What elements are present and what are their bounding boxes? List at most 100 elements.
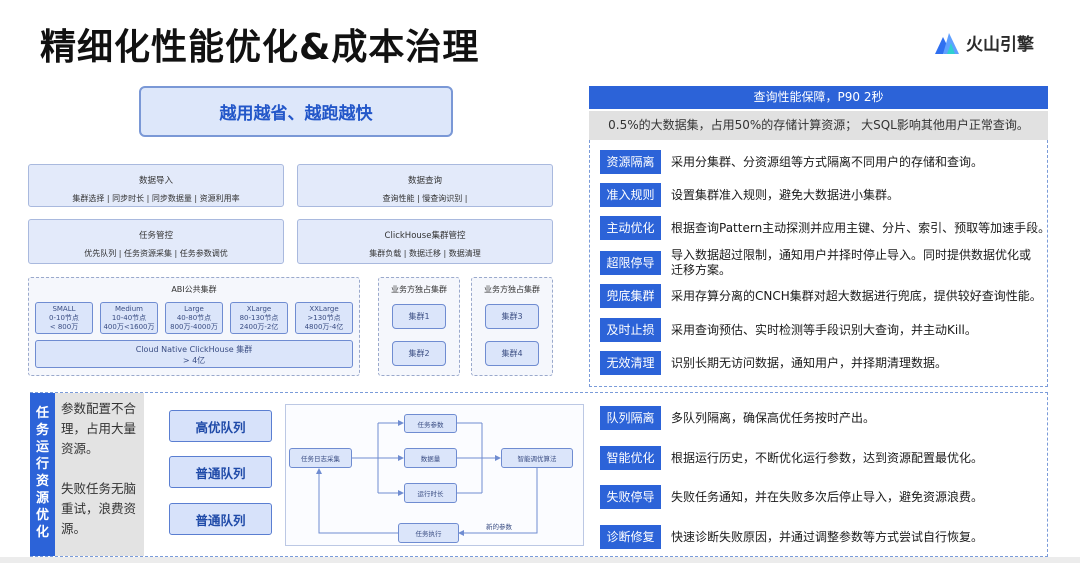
measure-desc: 采用存算分离的CNCH集群对超大数据进行兜底，提供较好查询性能。: [671, 288, 1042, 303]
task-measure-tag: 诊断修复: [600, 525, 661, 549]
task-control-panel: 任务管控 优先队列 | 任务资源采集 | 任务参数调优: [28, 219, 284, 264]
measure-row: 超限停导 导入数据超过限制，通知用户并择时停止导入。同时提供数据优化或迁移方案。: [600, 248, 1031, 278]
query-guarantee-header: 查询性能保障，P90 2秒: [589, 86, 1048, 109]
measure-tag: 及时止损: [600, 318, 661, 342]
normal-queue: 普通队列: [169, 503, 272, 535]
measure-row: 准入规则 设置集群准入规则，避免大数据进小集群。: [600, 183, 899, 207]
measure-desc: 设置集群准入规则，避免大数据进小集群。: [671, 187, 900, 202]
problem-text: 参数配置不合理，占用大量资源。 失败任务无脑重试，浪费资源。: [61, 401, 137, 536]
data-import-panel: 数据导入 集群选择 | 同步时长 | 同步数据量 | 资源利用率: [28, 164, 284, 207]
size-nodes: >130节点: [307, 314, 341, 322]
task-params-node: 任务参数: [404, 414, 457, 433]
exclusive-title: 业务方独占集群: [484, 285, 540, 294]
panel-subtitle: 集群负载 | 数据迁移 | 数据清理: [369, 249, 481, 258]
exclusive-cluster-group: 业务方独占集群 集群3 集群4: [471, 277, 553, 376]
data-query-panel: 数据查询 查询性能 | 慢查询识别 |: [297, 164, 553, 207]
measure-tag: 主动优化: [600, 216, 661, 240]
cloud-native-label: Cloud Native ClickHouse 集群: [135, 345, 253, 354]
measure-tag: 无效清理: [600, 351, 661, 375]
measure-tag: 超限停导: [600, 251, 661, 275]
measure-desc: 导入数据超过限制，通知用户并择时停止导入。同时提供数据优化或迁移方案。: [671, 248, 1032, 277]
task-measure-row: 智能优化 根据运行历史，不断优化运行参数，达到资源配置最优化。: [600, 446, 983, 470]
measure-row: 兜底集群 采用存算分离的CNCH集群对超大数据进行兜底，提供较好查询性能。: [600, 284, 1042, 308]
size-volume: 800万-4000万: [170, 323, 218, 331]
size-name: SMALL: [52, 305, 76, 313]
new-params-label: 新的参数: [486, 523, 512, 531]
measure-desc: 根据查询Pattern主动探测并应用主键、分片、索引、预取等加速手段。: [671, 220, 1051, 235]
bottom-strip: [0, 557, 1080, 563]
exclusive-title: 业务方独占集群: [391, 285, 447, 294]
task-measure-desc: 失败任务通知，并在失败多次后停止导入，避免资源浪费。: [671, 489, 984, 504]
measure-row: 无效清理 识别长期无访问数据，通知用户，并择期清理数据。: [600, 351, 947, 375]
cloud-native-volume: > 4亿: [182, 356, 206, 365]
slogan-box: 越用越省、越跑越快: [139, 86, 453, 137]
task-optimization-label: 任务运行资源优化: [30, 393, 55, 556]
task-measure-tag: 智能优化: [600, 446, 661, 470]
size-nodes: 40-80节点: [176, 314, 212, 322]
size-nodes: 80-130节点: [239, 314, 279, 322]
size-nodes: 0-10节点: [49, 314, 79, 322]
page-title: 精细化性能优化&成本治理: [40, 27, 480, 68]
measure-tag: 资源隔离: [600, 150, 661, 174]
task-measure-desc: 根据运行历史，不断优化运行参数，达到资源配置最优化。: [671, 450, 984, 465]
size-volume: 2400万-2亿: [239, 323, 279, 331]
panel-title: 任务管控: [138, 231, 173, 241]
cluster-3: 集群3: [485, 304, 539, 329]
panel-subtitle: 查询性能 | 慢查询识别 |: [382, 194, 468, 203]
size-name: XLarge: [246, 305, 272, 313]
cluster-1: 集群1: [392, 304, 446, 329]
logo-text: 火山引擎: [966, 35, 1034, 55]
task-measure-tag: 队列隔离: [600, 406, 661, 430]
vertical-label-text: 任务运行资源优化: [35, 406, 49, 540]
measure-desc: 采用查询预估、实时检测等手段识别大查询，并主动Kill。: [671, 322, 977, 337]
task-measure-row: 失败停导 失败任务通知，并在失败多次后停止导入，避免资源浪费。: [600, 485, 983, 509]
cloud-native-cluster: Cloud Native ClickHouse 集群 > 4亿: [35, 340, 353, 368]
measure-tag: 准入规则: [600, 183, 661, 207]
abi-cluster-group: ABI公共集群 SMALL 0-10节点 < 800万 Medium 10-40…: [28, 277, 360, 376]
panel-subtitle: 优先队列 | 任务资源采集 | 任务参数调优: [84, 249, 228, 258]
panel-title: 数据导入: [138, 176, 173, 186]
task-measure-desc: 多队列隔离，确保高优任务按时产出。: [671, 410, 876, 425]
normal-queue: 普通队列: [169, 456, 272, 488]
measure-tag: 兜底集群: [600, 284, 661, 308]
panel-title: ClickHouse集群管控: [384, 231, 466, 241]
query-problem-note: 0.5%的大数据集，占用50%的存储计算资源； 大SQL影响其他用户正常查询。: [589, 111, 1048, 140]
data-volume-node: 数据量: [404, 448, 457, 468]
cluster-size-medium: Medium 10-40节点 400万<1600万: [100, 302, 158, 334]
size-volume: 4800万-4亿: [304, 323, 344, 331]
problem-description: 参数配置不合理，占用大量资源。 失败任务无脑重试，浪费资源。: [55, 393, 144, 556]
panel-subtitle: 集群选择 | 同步时长 | 同步数据量 | 资源利用率: [72, 194, 240, 203]
exclusive-cluster-group: 业务方独占集群 集群1 集群2: [378, 277, 460, 376]
smart-algo-node: 智能调优算法: [501, 448, 573, 468]
high-priority-queue: 高优队列: [169, 410, 272, 442]
panel-title: 数据查询: [407, 176, 442, 186]
log-collect-node: 任务日志采集: [289, 448, 352, 468]
size-name: XXLarge: [309, 305, 339, 313]
tuning-flow-diagram: 任务日志采集 任务参数 数据量 运行时长 智能调优算法 任务执行 新的参数: [285, 404, 584, 546]
measure-row: 资源隔离 采用分集群、分资源组等方式隔离不同用户的存储和查询。: [600, 150, 983, 174]
cluster-2: 集群2: [392, 341, 446, 366]
cluster-4: 集群4: [485, 341, 539, 366]
size-nodes: 10-40节点: [111, 314, 147, 322]
abi-title: ABI公共集群: [171, 285, 217, 294]
flow-arrows: [316, 420, 538, 536]
volcano-logo-icon: [935, 32, 959, 54]
brand-logo: 火山引擎: [934, 30, 1034, 55]
size-name: Medium: [115, 305, 143, 313]
task-measure-row: 诊断修复 快速诊断失败原因，并通过调整参数等方式尝试自行恢复。: [600, 525, 983, 549]
measure-row: 及时止损 采用查询预估、实时检测等手段识别大查询，并主动Kill。: [600, 318, 977, 342]
query-measures-frame: [589, 140, 1048, 387]
cluster-size-small: SMALL 0-10节点 < 800万: [35, 302, 93, 334]
cluster-size-xxlarge: XXLarge >130节点 4800万-4亿: [295, 302, 353, 334]
measure-desc: 采用分集群、分资源组等方式隔离不同用户的存储和查询。: [671, 154, 984, 169]
clickhouse-control-panel: ClickHouse集群管控 集群负载 | 数据迁移 | 数据清理: [297, 219, 553, 264]
measure-desc: 识别长期无访问数据，通知用户，并择期清理数据。: [671, 355, 948, 370]
cluster-size-large: Large 40-80节点 800万-4000万: [165, 302, 223, 334]
task-measure-desc: 快速诊断失败原因，并通过调整参数等方式尝试自行恢复。: [671, 529, 984, 544]
run-time-node: 运行时长: [404, 483, 457, 503]
measure-row: 主动优化 根据查询Pattern主动探测并应用主键、分片、索引、预取等加速手段。: [600, 216, 1050, 240]
size-volume: < 800万: [49, 323, 79, 331]
size-volume: 400万<1600万: [103, 323, 155, 331]
task-measure-row: 队列隔离 多队列隔离，确保高优任务按时产出。: [600, 406, 875, 430]
size-name: Large: [184, 305, 204, 313]
